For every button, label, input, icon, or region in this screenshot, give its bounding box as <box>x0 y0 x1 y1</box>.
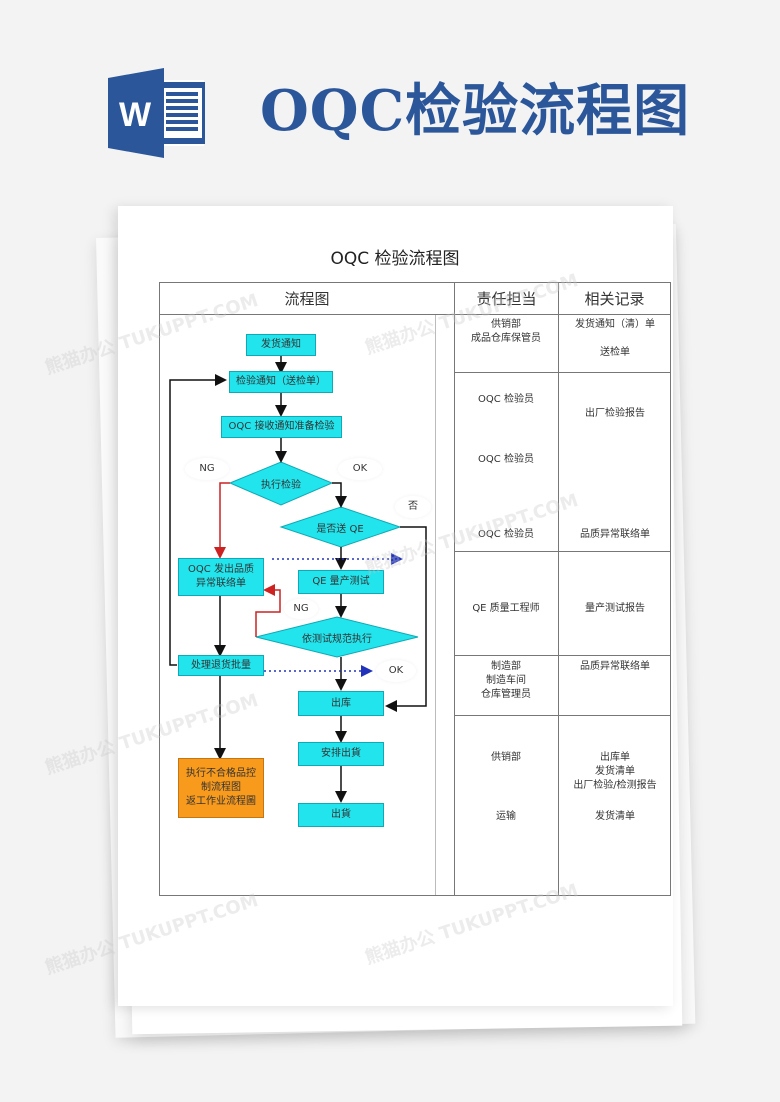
label-ng-2: NG <box>284 599 318 619</box>
column-divider-1 <box>454 315 455 895</box>
step-outbound: 出库 <box>298 691 384 716</box>
responsible-cell: OQC 检验员 <box>478 529 534 540</box>
header-flowchart: 流程图 <box>160 283 454 315</box>
svg-text:W: W <box>119 96 152 134</box>
records-cell: 出库单 发货清单 出厂检验/检测报告 <box>573 752 657 791</box>
responsible-cell: 运输 <box>496 811 516 822</box>
hero-banner: W OQC检验流程图 <box>0 0 780 200</box>
label-ng-1: NG <box>185 458 229 480</box>
process-table: 流程图 责任担当 相关记录 供销部 成品仓库保管员 发货通知（清）单 送检单 O… <box>159 282 671 896</box>
responsible-cell: OQC 检验员 <box>478 394 534 405</box>
word-document-icon: W <box>108 68 205 158</box>
records-cell: 量产测试报告 <box>585 603 645 614</box>
step-nonconforming-control: 执行不合格品控 制流程图 返工作业流程圖 <box>178 758 264 818</box>
records-cell: 出厂检验报告 <box>585 408 645 419</box>
responsible-cell: 供销部 <box>491 752 521 763</box>
step-ship-notice: 发货通知 <box>246 334 316 356</box>
records-cell: 发货清单 <box>595 811 635 822</box>
row-divider-3 <box>454 655 670 656</box>
label-ok-1: OK <box>338 458 382 480</box>
step-arrange-shipping: 安排出貨 <box>298 742 384 766</box>
records-cell: 发货通知（清）单 送检单 <box>575 319 655 358</box>
records-cell: 品质异常联络单 <box>580 661 650 672</box>
header-responsible: 责任担当 <box>454 283 558 315</box>
row-divider-1 <box>454 372 670 373</box>
decision-label-execute-inspection: 执行检验 <box>261 480 301 491</box>
step-handle-return: 处理退货批量 <box>178 655 264 676</box>
label-ok-2: OK <box>376 660 416 682</box>
step-shipping: 出貨 <box>298 803 384 827</box>
document-title: OQC 检验流程图 <box>330 249 460 269</box>
row-divider-4 <box>454 715 670 716</box>
step-oqc-issue-notice: OQC 发出品质 异常联络单 <box>178 558 264 596</box>
decision-label-send-qe: 是否送 QE <box>316 524 364 535</box>
header-records: 相关记录 <box>558 283 670 315</box>
records-cell: 品质异常联络单 <box>580 529 650 540</box>
responsible-cell: OQC 检验员 <box>478 454 534 465</box>
hero-title: OQC检验流程图 <box>260 78 691 144</box>
responsible-cell: 供销部 成品仓库保管员 <box>471 319 541 344</box>
label-no: 否 <box>395 496 431 518</box>
responsible-cell: 制造部 制造车间 仓库管理员 <box>481 661 531 700</box>
column-divider-2 <box>558 315 559 895</box>
step-oqc-receive: OQC 接收通知准备检验 <box>221 416 342 438</box>
flowchart-inner-border <box>435 315 436 895</box>
responsible-cell: QE 质量工程师 <box>472 603 540 614</box>
row-divider-2 <box>454 551 670 552</box>
step-qe-test: QE 量产测试 <box>298 570 384 594</box>
decision-label-follow-spec: 依测试规范执行 <box>302 634 372 645</box>
step-inspect-notice: 检验通知（送检单） <box>229 371 333 393</box>
